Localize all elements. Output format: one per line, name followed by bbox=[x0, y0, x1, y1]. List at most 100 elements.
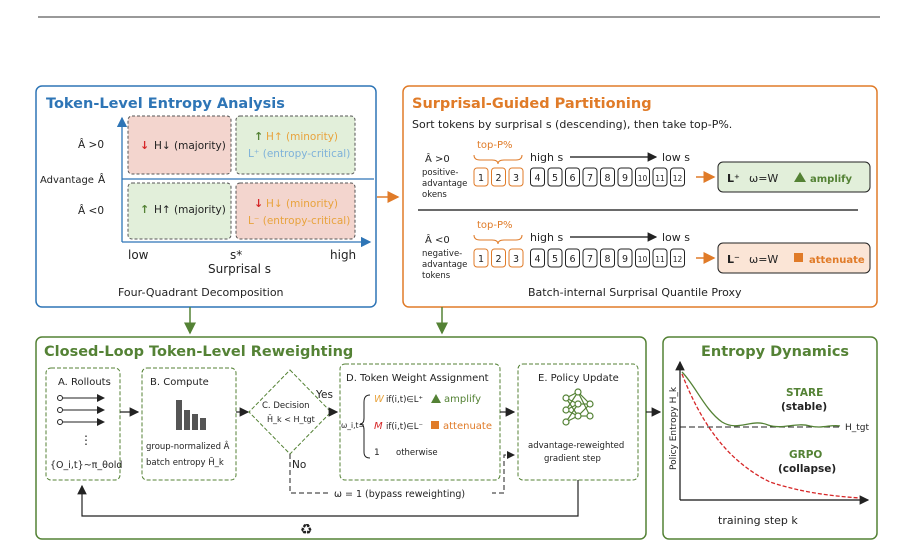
neg-l3: tokens bbox=[422, 271, 451, 281]
row2-cond: if(i,t)∈L⁻ bbox=[386, 422, 423, 432]
dyn-x-label: training step k bbox=[718, 514, 798, 527]
x-axis-label: Surprisal s bbox=[208, 262, 271, 276]
token-box bbox=[473, 248, 489, 268]
token-box bbox=[652, 167, 668, 187]
token-box bbox=[530, 248, 545, 268]
pos-l1: positive- bbox=[422, 168, 458, 178]
cases-brace bbox=[359, 394, 371, 459]
token-label: 6 bbox=[569, 173, 575, 184]
token-box bbox=[508, 167, 524, 187]
token-box bbox=[617, 248, 633, 268]
q-top-right-text1: H↑ (minority) bbox=[266, 131, 338, 143]
grpo-curve bbox=[681, 373, 861, 499]
token-label: 9 bbox=[622, 254, 628, 265]
top-p-label: top-P% bbox=[477, 140, 513, 151]
rollouts-formula: {O_i,t}~π_θold bbox=[50, 460, 122, 471]
grpo-desc: (collapse) bbox=[778, 463, 836, 475]
token-label: 8 bbox=[604, 254, 610, 265]
pos-l2: advantage bbox=[422, 179, 467, 189]
quadrant-top-left bbox=[127, 115, 232, 175]
token-label: 1 bbox=[478, 254, 484, 265]
neg-weight-label: ω=W bbox=[749, 253, 778, 266]
row3-cond: otherwise bbox=[396, 448, 438, 458]
partition-panel-title: Surprisal-Guided Partitioning bbox=[412, 96, 652, 112]
recycle-icon: ♻ bbox=[300, 522, 313, 538]
token-label: 12 bbox=[673, 255, 683, 264]
rollouts-dots: ⋮ bbox=[80, 433, 92, 447]
closed-loop-panel: Closed-Loop Token-Level Reweighting A. R… bbox=[35, 336, 647, 540]
token-label: 10 bbox=[638, 255, 648, 264]
token-box bbox=[530, 167, 545, 187]
neg-set-label: L⁻ bbox=[727, 253, 740, 266]
bypass-path bbox=[289, 451, 515, 494]
triangle-up-icon bbox=[431, 394, 441, 403]
low-s-label: low s bbox=[662, 151, 690, 164]
partition-panel: Surprisal-Guided Partitioning Sort token… bbox=[402, 85, 878, 308]
policy-update-box bbox=[517, 363, 639, 481]
token-label: 8 bbox=[604, 173, 610, 184]
pos-action-label: amplify bbox=[810, 174, 853, 185]
decision-formula: H̄_k < H_tgt bbox=[267, 414, 315, 424]
token-label: 5 bbox=[552, 173, 558, 184]
token-box bbox=[547, 167, 563, 187]
rollouts-title: A. Rollouts bbox=[58, 377, 111, 388]
q-top-left-text: H↓ (majority) bbox=[154, 140, 226, 152]
token-label: 7 bbox=[587, 173, 593, 184]
token-box bbox=[670, 248, 685, 268]
token-box bbox=[582, 167, 598, 187]
weight-assignment-box bbox=[339, 363, 501, 481]
advantage-axis-label: Advantage bbox=[40, 175, 94, 186]
stare-label: STARE bbox=[786, 387, 823, 399]
dynamics-title: Entropy Dynamics bbox=[701, 344, 849, 360]
token-label: 9 bbox=[622, 173, 628, 184]
stare-desc: (stable) bbox=[781, 401, 827, 413]
token-label: 10 bbox=[638, 174, 648, 183]
pos-adv-label: Â >0 bbox=[425, 152, 450, 165]
x-mid-label: s* bbox=[230, 248, 242, 262]
decision-yes: Yes bbox=[315, 389, 333, 401]
q-top-right-text2: L⁺ (entropy-critical) bbox=[248, 148, 350, 160]
square-icon bbox=[431, 421, 439, 429]
quadrant-bottom-left bbox=[127, 182, 232, 240]
token-label: 4 bbox=[534, 254, 540, 265]
arrow-up-icon: ↑ bbox=[254, 130, 263, 143]
token-box bbox=[600, 167, 615, 187]
policy-update-line1: advantage-reweighted bbox=[528, 441, 624, 451]
token-label: 3 bbox=[513, 254, 519, 265]
token-label: 3 bbox=[513, 173, 519, 184]
loop-back-path bbox=[77, 480, 579, 517]
token-label: 11 bbox=[655, 174, 665, 183]
triangle-up-icon bbox=[794, 172, 806, 182]
token-label: 2 bbox=[495, 173, 501, 184]
token-box bbox=[491, 167, 506, 187]
neg-adv-label: Â <0 bbox=[425, 233, 450, 246]
token-box bbox=[491, 248, 506, 268]
omega-label: ω_i,t= bbox=[341, 421, 365, 430]
bar-chart-icon bbox=[176, 400, 206, 430]
row2-action: attenuate bbox=[443, 421, 492, 432]
token-box bbox=[565, 248, 580, 268]
adv-negative-label: Â <0 bbox=[78, 204, 104, 217]
arrow-down-icon: ↓ bbox=[140, 139, 149, 152]
grpo-label: GRPO bbox=[789, 449, 822, 461]
neg-l1: negative- bbox=[422, 249, 462, 259]
partition-caption: Batch-internal Surprisal Quantile Proxy bbox=[528, 286, 742, 299]
top-p-brace bbox=[473, 154, 523, 165]
row3-weight: 1 bbox=[374, 448, 380, 458]
token-box bbox=[617, 167, 633, 187]
token-label: 12 bbox=[673, 174, 683, 183]
row1-action: amplify bbox=[444, 394, 481, 405]
pos-weight-label: ω=W bbox=[749, 172, 778, 185]
token-box bbox=[635, 167, 650, 187]
square-icon bbox=[794, 253, 803, 262]
token-box bbox=[508, 248, 524, 268]
quadrant-top-right bbox=[235, 115, 356, 175]
arrow-down-icon: ↓ bbox=[254, 197, 263, 210]
entropy-panel-title: Token-Level Entropy Analysis bbox=[46, 96, 285, 112]
high-s-label: high s bbox=[530, 151, 563, 164]
pos-result-box bbox=[717, 161, 871, 193]
loop-panel-title: Closed-Loop Token-Level Reweighting bbox=[44, 344, 353, 360]
